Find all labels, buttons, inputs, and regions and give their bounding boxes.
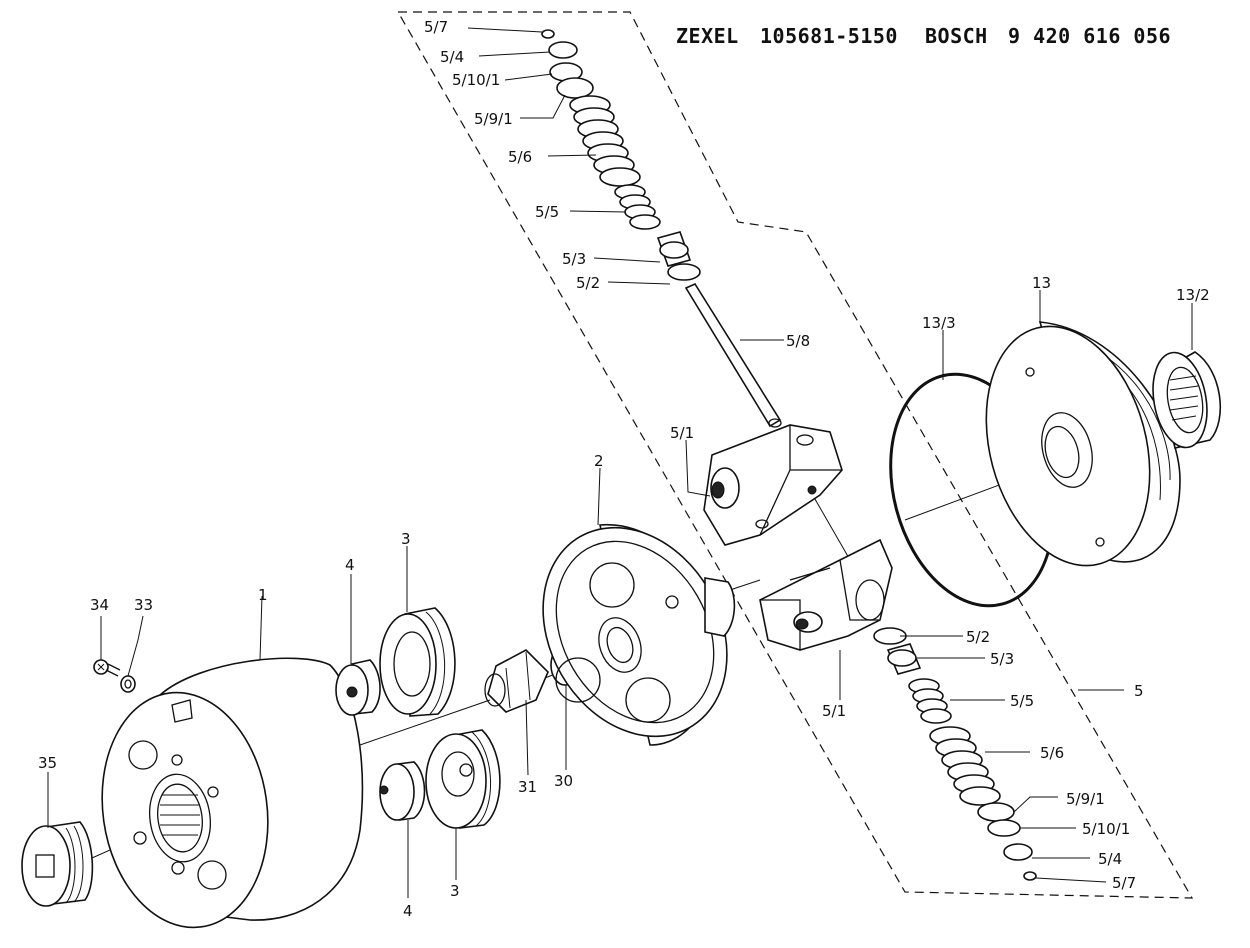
label-3-upper: 3 xyxy=(401,530,411,548)
part-labels: 5/7 5/4 5/10/1 5/9/1 5/6 5/5 5/3 5/2 5/8… xyxy=(38,18,1210,920)
label-5-4-lower: 5/4 xyxy=(1098,850,1122,868)
label-2: 2 xyxy=(594,452,604,470)
spring-5-6-lower xyxy=(929,726,1001,806)
sleeve-part-3-lower xyxy=(425,729,501,829)
sleeve-part-3-upper xyxy=(379,607,456,717)
spring-stack-upper xyxy=(541,29,701,281)
piston-part-4-upper xyxy=(335,659,381,716)
label-5-9-1-lower: 5/9/1 xyxy=(1066,790,1105,808)
brand-bosch: BOSCH xyxy=(925,24,988,48)
pin-part-5-8 xyxy=(684,282,782,428)
label-5-6-lower: 5/6 xyxy=(1040,744,1064,762)
washer-5-10-1-lower xyxy=(987,819,1021,837)
zexel-part-number: 105681-5150 xyxy=(760,24,898,48)
shim-5-7-upper xyxy=(541,29,555,39)
label-1: 1 xyxy=(258,586,268,604)
housing-part-1 xyxy=(101,657,364,929)
seat-5-4-upper xyxy=(548,41,578,59)
label-35: 35 xyxy=(38,754,57,772)
label-5-2-lower: 5/2 xyxy=(966,628,990,646)
label-5: 5 xyxy=(1134,682,1144,700)
label-30: 30 xyxy=(554,772,573,790)
label-5-1-upper: 5/1 xyxy=(670,424,694,442)
spring-5-5-lower xyxy=(908,678,952,724)
label-5-10-1-upper: 5/10/1 xyxy=(452,71,500,89)
washer-5-9-1-lower xyxy=(977,802,1015,822)
label-5-3-upper: 5/3 xyxy=(562,250,586,268)
bearing-part-13-2 xyxy=(1152,351,1222,449)
label-5-10-1-lower: 5/10/1 xyxy=(1082,820,1130,838)
label-5-5-lower: 5/5 xyxy=(1010,692,1034,710)
label-13-2: 13/2 xyxy=(1176,286,1210,304)
brand-zexel: ZEXEL xyxy=(676,24,739,48)
washer-5-9-1-upper xyxy=(556,77,594,99)
label-5-4-upper: 5/4 xyxy=(440,48,464,66)
leader-lines xyxy=(47,27,1193,898)
piston-part-4-lower xyxy=(379,761,426,821)
label-5-2-upper: 5/2 xyxy=(576,274,600,292)
nut-part-31 xyxy=(484,649,549,713)
label-3-lower: 3 xyxy=(450,882,460,900)
roller-holder-part-5-1-upper xyxy=(703,424,843,546)
part-number-header: ZEXEL 105681-5150 BOSCH 9 420 616 056 xyxy=(676,24,1171,48)
assembly-5-dashed-boundary xyxy=(396,11,1194,899)
label-5-9-1-upper: 5/9/1 xyxy=(474,110,513,128)
label-13-3: 13/3 xyxy=(922,314,956,332)
seat-5-4-lower xyxy=(1003,843,1033,861)
label-33: 33 xyxy=(134,596,153,614)
label-5-5-upper: 5/5 xyxy=(535,203,559,221)
label-5-3-lower: 5/3 xyxy=(990,650,1014,668)
label-4-upper: 4 xyxy=(345,556,355,574)
screw-part-34 xyxy=(93,659,121,677)
washer-part-33 xyxy=(120,675,136,693)
drive-plate-part-2 xyxy=(542,524,736,746)
label-4-lower: 4 xyxy=(403,902,413,920)
label-34: 34 xyxy=(90,596,109,614)
washer-5-2-upper xyxy=(667,263,701,281)
label-13: 13 xyxy=(1032,274,1051,292)
shim-5-7-lower xyxy=(1023,871,1037,881)
spring-stack-lower xyxy=(873,627,1037,881)
plug-part-35 xyxy=(21,821,94,907)
label-5-6-upper: 5/6 xyxy=(508,148,532,166)
label-5-8: 5/8 xyxy=(786,332,810,350)
roller-holder-part-5-1-lower xyxy=(759,538,893,651)
cover-part-13 xyxy=(985,321,1181,567)
label-5-1-lower: 5/1 xyxy=(822,702,846,720)
label-5-7-upper: 5/7 xyxy=(424,18,448,36)
label-31: 31 xyxy=(518,778,537,796)
label-5-7-lower: 5/7 xyxy=(1112,874,1136,892)
spring-5-6-upper xyxy=(569,95,641,187)
spring-5-5-upper xyxy=(614,184,661,230)
bosch-part-number: 9 420 616 056 xyxy=(1008,24,1171,48)
